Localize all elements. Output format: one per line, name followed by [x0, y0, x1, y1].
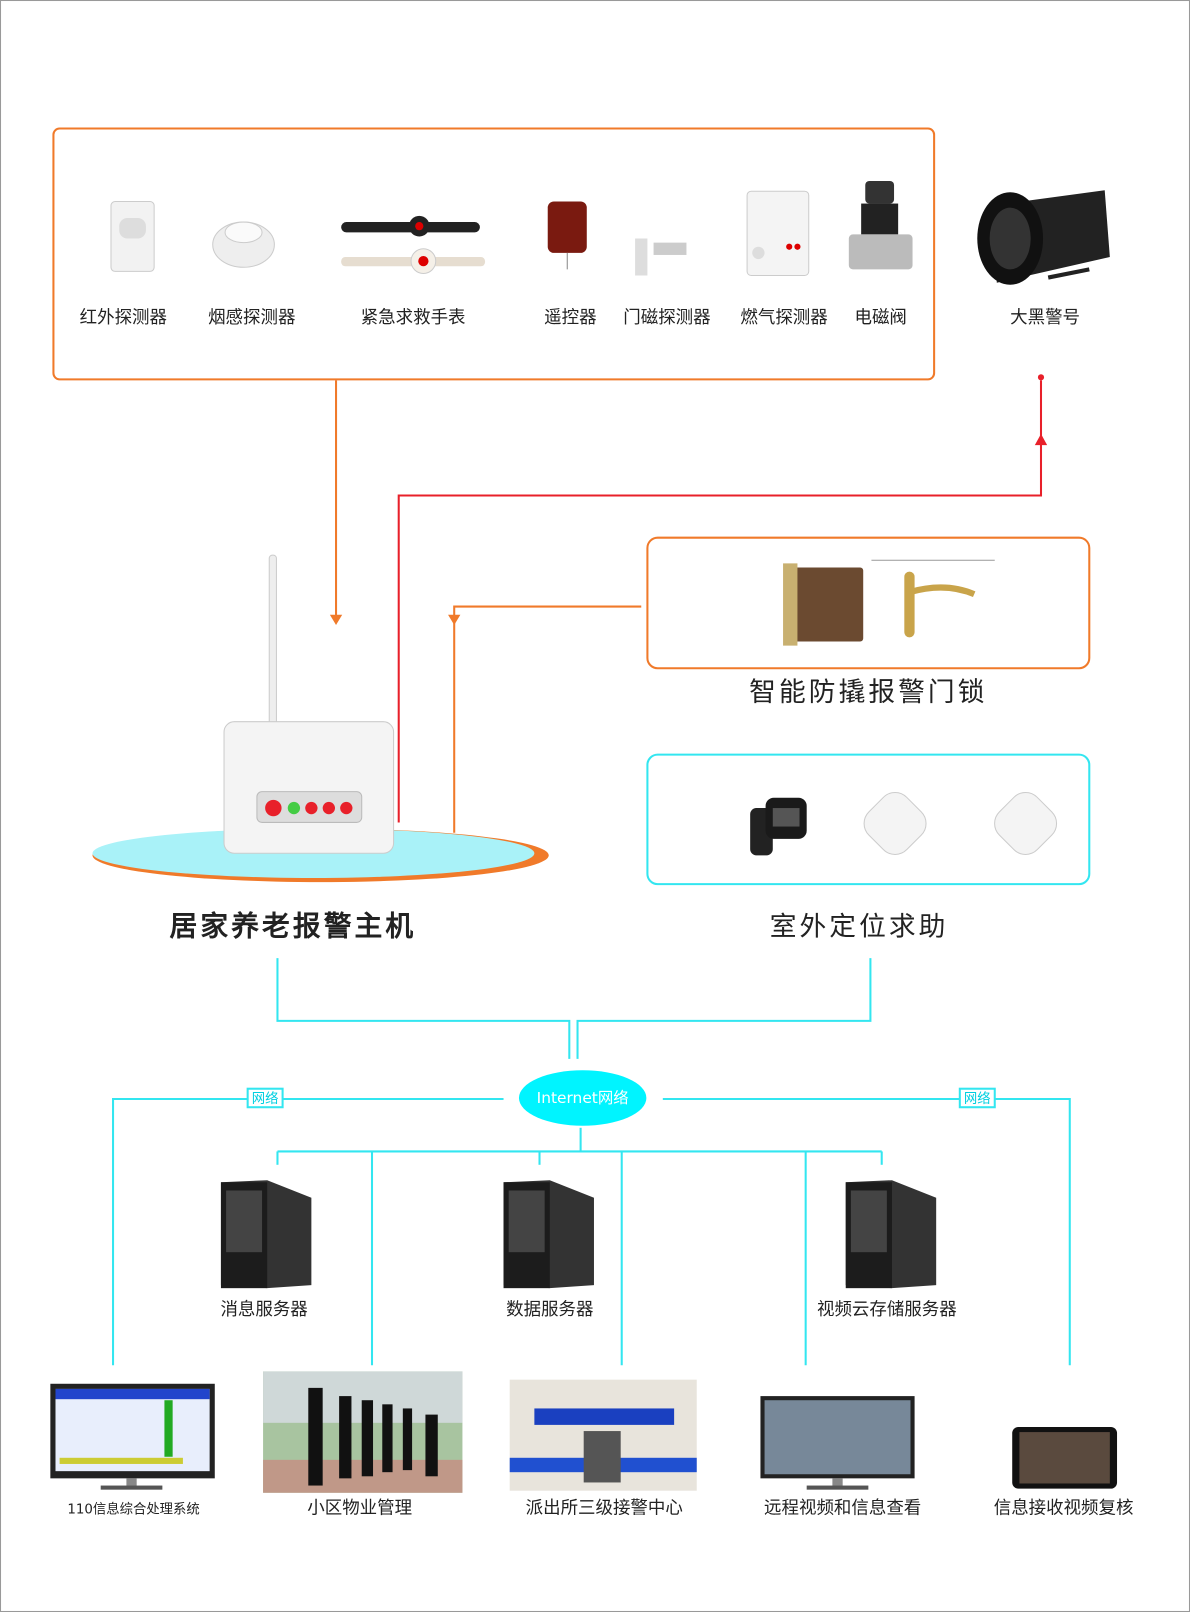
internet-label: Internet网络 [537, 1089, 629, 1107]
device-label: 烟感探测器 [208, 308, 295, 328]
device-label: 紧急求救手表 [361, 308, 466, 328]
locator-tag-icon [994, 791, 1058, 855]
endpoint-label: 110信息综合处理系统 [67, 1500, 199, 1517]
solenoid-valve-icon [848, 180, 913, 270]
device-label: 红外探测器 [80, 308, 167, 328]
network-tag: 网络 [964, 1091, 991, 1107]
endpoint-label: 小区物业管理 [307, 1498, 412, 1518]
server-icon [220, 1180, 312, 1289]
sos-watch-icon [341, 215, 486, 274]
property-management-image [263, 1371, 463, 1493]
device-label: 电磁阀 [854, 308, 906, 328]
monitor-110-system-image [50, 1383, 215, 1490]
sensor-group-box [52, 127, 936, 381]
server-label: 视频云存储服务器 [817, 1300, 957, 1320]
network-tag: 网络 [252, 1091, 279, 1107]
endpoint-label: 信息接收视频复核 [994, 1498, 1134, 1518]
internet-cloud [518, 1070, 647, 1126]
endpoint-label: 远程视频和信息查看 [764, 1498, 921, 1518]
outdoor-help-label: 室外定位求助 [770, 912, 949, 943]
device-label: 燃气探测器 [740, 308, 827, 328]
door-lock-box [646, 536, 1091, 670]
video-monitor-image [760, 1396, 915, 1490]
door-lock-icon [783, 559, 995, 646]
gas-detector-icon [746, 190, 810, 277]
police-station-image [509, 1379, 697, 1491]
device-label: 门磁探测器 [623, 308, 710, 328]
server-icon [845, 1180, 937, 1289]
network-lines [112, 958, 1071, 1366]
server-icon [503, 1180, 594, 1289]
server-label: 消息服务器 [220, 1300, 307, 1320]
outdoor-help-box [646, 753, 1091, 886]
remote-control-icon [547, 201, 587, 270]
siren-icon [977, 190, 1110, 285]
smoke-detector-icon [212, 221, 275, 268]
smartwatch-icon [750, 797, 807, 856]
host-label: 居家养老报警主机 [170, 910, 417, 943]
server-label: 数据服务器 [506, 1300, 593, 1320]
device-label: 遥控器 [544, 308, 596, 328]
siren-label: 大黑警号 [1010, 308, 1080, 328]
tablet-image [1012, 1426, 1118, 1489]
endpoint-label: 派出所三级接警中心 [526, 1498, 683, 1518]
door-sensor-icon [635, 238, 687, 276]
locator-tag-icon [863, 791, 927, 855]
door-lock-label: 智能防撬报警门锁 [749, 677, 987, 708]
pir-sensor-icon [110, 200, 155, 272]
alarm-host-icon [92, 554, 549, 883]
